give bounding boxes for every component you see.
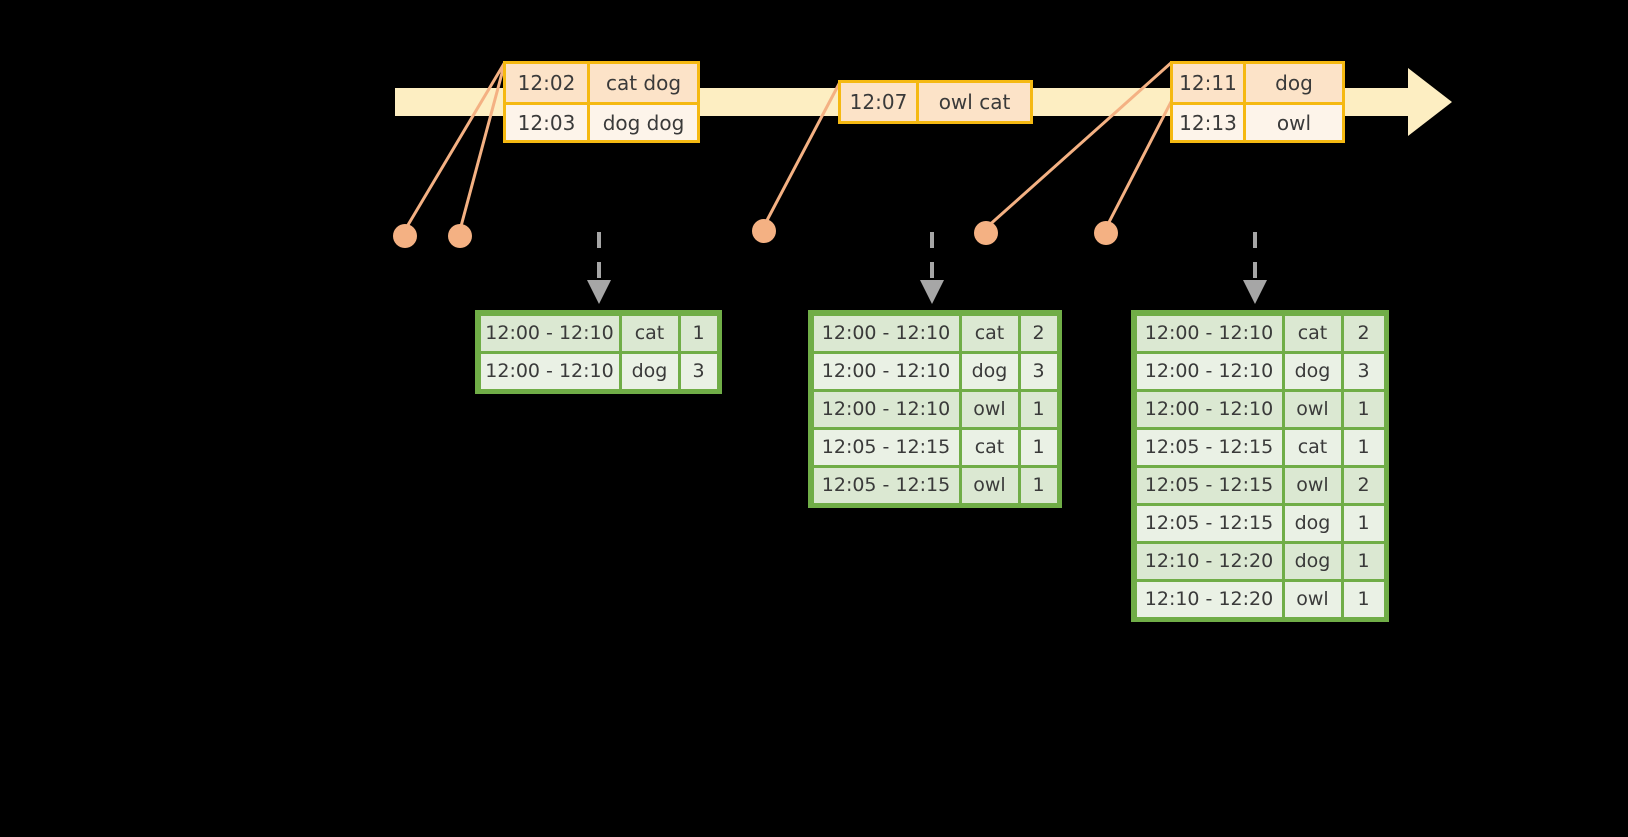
window-cell: 12:10 - 12:20	[1136, 543, 1282, 579]
event-row[interactable]: 12:03 dog dog	[506, 102, 697, 140]
key-cell: owl	[1284, 467, 1341, 503]
window-cell: 12:00 - 12:10	[813, 315, 959, 351]
count-cell: 2	[1020, 315, 1057, 351]
key-cell: dog	[1284, 353, 1341, 389]
window-cell: 12:05 - 12:15	[1136, 429, 1282, 465]
event-timestamp: 12:07	[841, 83, 919, 121]
window-cell: 12:00 - 12:10	[813, 391, 959, 427]
window-cell: 12:00 - 12:10	[480, 353, 619, 389]
event-payload: owl cat	[938, 90, 1011, 114]
count-cell: 1	[1020, 391, 1057, 427]
key-cell: owl	[961, 467, 1018, 503]
key-cell: dog	[1284, 505, 1341, 541]
key-cell: dog	[961, 353, 1018, 389]
event-box[interactable]: 12:11 dog 12:13 owl	[1170, 61, 1345, 143]
key-cell: owl	[1284, 581, 1341, 617]
window-cell: 12:00 - 12:10	[480, 315, 619, 351]
event-row[interactable]: 12:13 owl	[1173, 102, 1342, 140]
window-cell: 12:00 - 12:10	[1136, 391, 1282, 427]
window-cell: 12:05 - 12:15	[1136, 467, 1282, 503]
count-cell: 1	[680, 315, 717, 351]
event-row[interactable]: 12:02 cat dog	[506, 64, 697, 102]
count-cell: 3	[1343, 353, 1384, 389]
event-payload: dog dog	[602, 110, 685, 135]
count-cell: 3	[680, 353, 717, 389]
event-payload: owl	[1276, 110, 1312, 135]
event-dot[interactable]	[974, 221, 998, 245]
event-box[interactable]: 12:07 owl cat	[838, 80, 1033, 124]
event-payload: dog	[1275, 71, 1313, 95]
key-cell: cat	[1284, 315, 1341, 351]
key-cell: dog	[621, 353, 678, 389]
window-cell: 12:05 - 12:15	[813, 467, 959, 503]
event-dot[interactable]	[448, 224, 472, 248]
key-cell: owl	[1284, 391, 1341, 427]
window-cell: 12:00 - 12:10	[813, 353, 959, 389]
count-cell: 1	[1343, 429, 1384, 465]
count-cell: 1	[1343, 505, 1384, 541]
key-cell: owl	[961, 391, 1018, 427]
event-timestamp: 12:02	[506, 64, 590, 102]
count-cell: 1	[1020, 467, 1057, 503]
window-cell: 12:05 - 12:15	[1136, 505, 1282, 541]
event-row[interactable]: 12:11 dog	[1173, 64, 1342, 102]
count-cell: 1	[1343, 391, 1384, 427]
connector-line	[1104, 99, 1174, 229]
key-cell: cat	[1284, 429, 1341, 465]
event-dot[interactable]	[393, 224, 417, 248]
event-dot[interactable]	[1094, 221, 1118, 245]
window-cell: 12:05 - 12:15	[813, 429, 959, 465]
event-row[interactable]: 12:07 owl cat	[841, 83, 1030, 121]
window-cell: 12:00 - 12:10	[1136, 315, 1282, 351]
event-timestamp: 12:11	[1173, 64, 1246, 102]
count-cell: 3	[1020, 353, 1057, 389]
event-timestamp: 12:13	[1173, 105, 1246, 140]
timeline-arrow-head-icon	[1408, 68, 1452, 136]
count-cell: 2	[1343, 467, 1384, 503]
event-payload: cat dog	[605, 71, 682, 95]
event-dot[interactable]	[752, 219, 776, 243]
event-box[interactable]: 12:02 cat dog 12:03 dog dog	[503, 61, 700, 143]
window-cell: 12:00 - 12:10	[1136, 353, 1282, 389]
key-cell: cat	[961, 429, 1018, 465]
key-cell: cat	[961, 315, 1018, 351]
window-cell: 12:10 - 12:20	[1136, 581, 1282, 617]
count-cell: 1	[1343, 581, 1384, 617]
event-timestamp: 12:03	[506, 105, 590, 140]
count-cell: 1	[1343, 543, 1384, 579]
count-cell: 2	[1343, 315, 1384, 351]
key-cell: dog	[1284, 543, 1341, 579]
key-cell: cat	[621, 315, 678, 351]
count-cell: 1	[1020, 429, 1057, 465]
